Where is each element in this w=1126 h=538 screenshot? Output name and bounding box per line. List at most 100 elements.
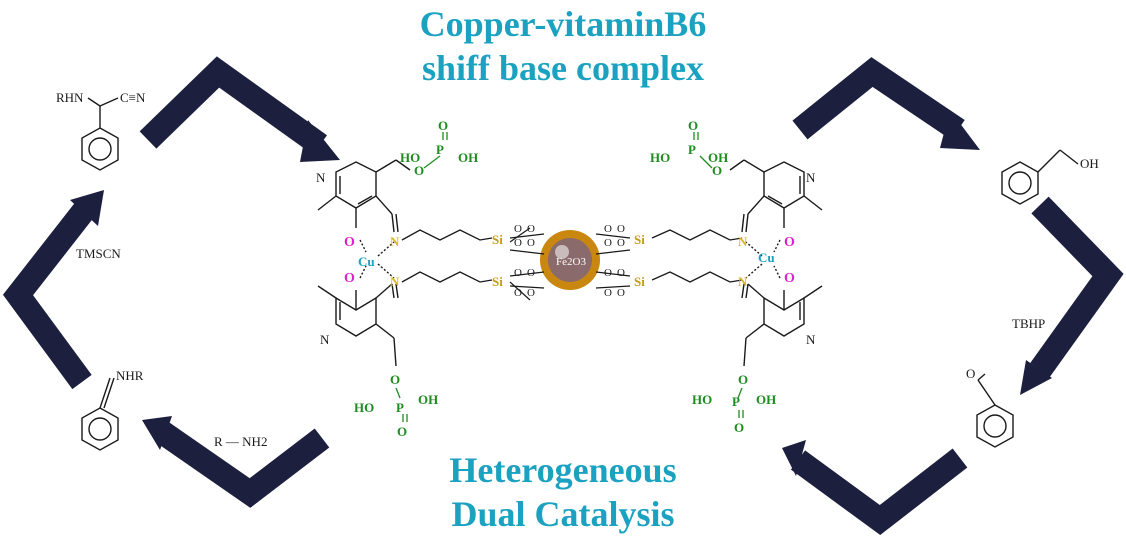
core-label: Fe2O3: [556, 256, 586, 268]
title-bottom-line2: Dual Catalysis: [451, 494, 675, 534]
arrow-head-bottom-left: [142, 416, 172, 450]
si-left-bottom: Si: [492, 274, 503, 289]
left-lower-o: O: [344, 271, 355, 286]
svg-text:O: O: [438, 118, 448, 133]
si-right-top: Si: [634, 232, 645, 247]
aminonitrile-cn: C≡N: [120, 90, 146, 105]
aminonitrile-rhn: RHN: [56, 90, 84, 105]
svg-text:O: O: [604, 223, 612, 235]
svg-text:HO: HO: [354, 400, 374, 415]
svg-text:O: O: [514, 267, 522, 279]
si-left-top: Si: [492, 232, 503, 247]
benzaldehyde-ring: [976, 404, 1014, 448]
left-upper-pyridine: [335, 161, 377, 209]
svg-text:O: O: [604, 237, 612, 249]
right-cu: Cu: [758, 250, 775, 265]
reagent-amine: R — NH2: [214, 434, 267, 449]
left-lower-n-imine: N: [390, 274, 400, 289]
imine-molecule: NHR: [81, 368, 144, 451]
aminonitrile-ring: [81, 127, 119, 171]
svg-text:O: O: [617, 223, 625, 235]
arrow-top-right: [792, 57, 965, 140]
arrow-top-left: [139, 56, 327, 155]
svg-text:P: P: [688, 142, 696, 157]
svg-text:P: P: [732, 394, 740, 409]
svg-text:O: O: [514, 287, 522, 299]
svg-text:O: O: [527, 237, 535, 249]
svg-text:OH: OH: [418, 392, 438, 407]
svg-text:O: O: [617, 287, 625, 299]
svg-text:O: O: [514, 237, 522, 249]
si-right-bottom: Si: [634, 274, 645, 289]
arrow-right-side: [1030, 196, 1124, 377]
si-o-links-right: O O O O O O O O: [595, 223, 631, 299]
right-copper-complex: N N O O N N Cu O P O HO OH O P O HO OH: [650, 118, 823, 435]
arrow-head-left-side: [70, 190, 104, 226]
svg-text:O: O: [604, 267, 612, 279]
svg-text:O: O: [514, 223, 522, 235]
si-o-links-left: O O O O O O O O: [509, 223, 545, 301]
benzyl-alcohol-label: OH: [1080, 156, 1099, 171]
left-lower-n-ring: N: [320, 332, 330, 347]
arrow-head-top-right: [940, 110, 980, 150]
title-top: Copper-vitaminB6 shiff base complex: [363, 2, 763, 90]
svg-text:HO: HO: [650, 150, 670, 165]
svg-text:OH: OH: [756, 392, 776, 407]
aminonitrile-molecule: RHN C≡N: [56, 90, 146, 171]
left-upper-o: O: [344, 235, 355, 250]
arrow-bottom-right: [790, 448, 968, 536]
svg-text:O: O: [604, 287, 612, 299]
right-lower-phosphate: O P O HO OH: [692, 372, 776, 435]
imine-label: NHR: [116, 368, 144, 383]
svg-text:P: P: [396, 400, 404, 415]
svg-text:O: O: [738, 372, 748, 387]
title-bottom-line1: Heterogeneous: [449, 450, 677, 490]
right-lower-o: O: [784, 271, 795, 286]
svg-text:P: P: [436, 142, 444, 157]
fe2o3-core: Fe2O3: [540, 230, 600, 290]
svg-text:O: O: [397, 424, 407, 439]
right-upper-pyridine: [763, 161, 805, 209]
right-upper-phosphate: O P O HO OH: [650, 118, 728, 178]
right-upper-o: O: [784, 235, 795, 250]
arrow-bottom-left: [155, 422, 330, 508]
left-copper-complex: N N O O N N Cu O P O HO OH O P O HO OH: [316, 118, 478, 439]
right-cycle-arrows: [782, 57, 1124, 536]
left-upper-n-imine: N: [390, 234, 400, 249]
title-top-line2: shiff base complex: [422, 48, 704, 88]
right-lower-n-imine: N: [738, 274, 748, 289]
left-upper-n-ring: N: [316, 170, 326, 185]
arrow-left-side: [2, 200, 96, 390]
benzaldehyde-molecule: O: [966, 366, 1014, 448]
arrow-head-top-left: [300, 120, 340, 162]
left-cu: Cu: [358, 254, 375, 269]
right-upper-n-ring: N: [806, 170, 816, 185]
svg-text:O: O: [688, 118, 698, 133]
svg-text:O: O: [527, 267, 535, 279]
svg-text:O: O: [712, 163, 722, 178]
svg-text:O: O: [527, 223, 535, 235]
arrow-head-bottom-right: [782, 440, 806, 476]
arrow-head-right-side: [1020, 360, 1052, 395]
svg-text:HO: HO: [692, 392, 712, 407]
right-upper-n-imine: N: [738, 234, 748, 249]
svg-text:O: O: [734, 420, 744, 435]
reagent-tmscn: TMSCN: [76, 246, 121, 261]
left-cycle-arrows: [2, 56, 340, 508]
svg-text:HO: HO: [400, 150, 420, 165]
benzaldehyde-label: O: [966, 366, 975, 381]
svg-text:O: O: [617, 237, 625, 249]
svg-text:OH: OH: [458, 150, 478, 165]
svg-text:O: O: [617, 267, 625, 279]
svg-text:O: O: [527, 287, 535, 299]
benzyl-alcohol-ring: [1001, 161, 1039, 205]
svg-text:O: O: [390, 372, 400, 387]
left-upper-phosphate: O P O HO OH: [400, 118, 478, 178]
imine-ring: [81, 407, 119, 451]
title-top-line1: Copper-vitaminB6: [419, 4, 707, 44]
benzyl-alcohol-molecule: OH: [1001, 149, 1099, 205]
left-lower-phosphate: O P O HO OH: [354, 372, 438, 439]
title-bottom: Heterogeneous Dual Catalysis: [363, 448, 763, 536]
right-lower-n-ring: N: [806, 332, 816, 347]
